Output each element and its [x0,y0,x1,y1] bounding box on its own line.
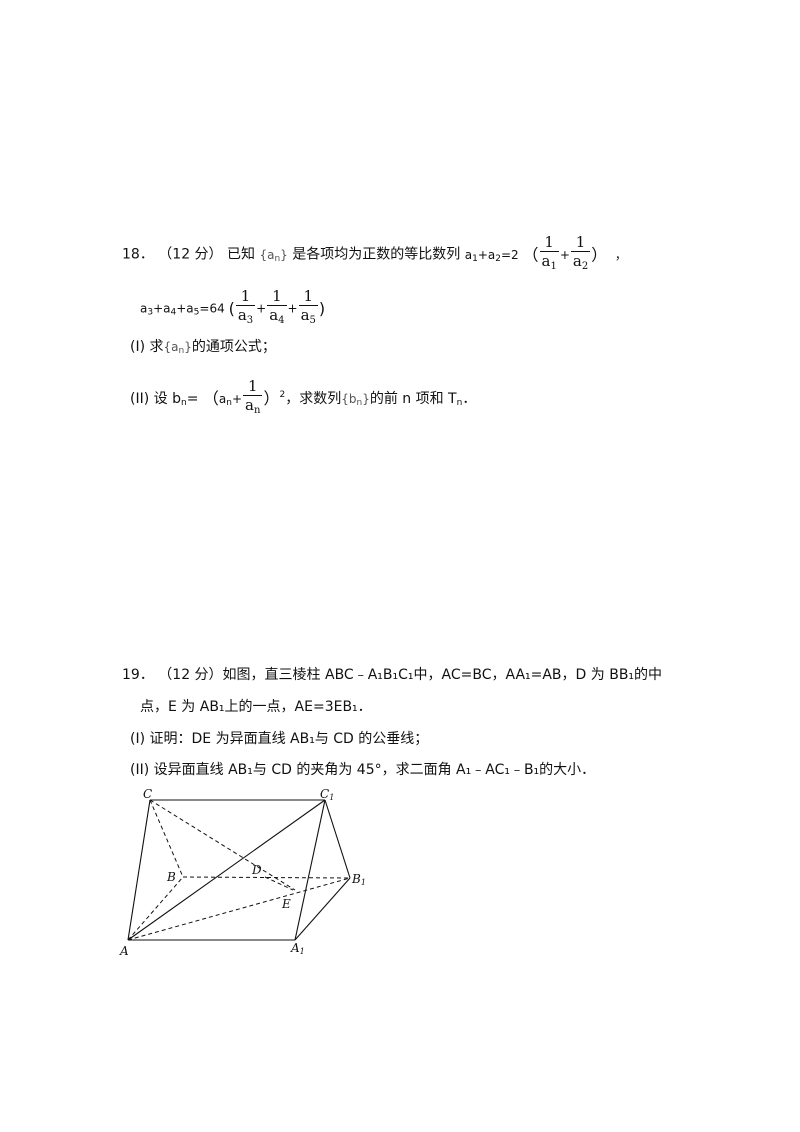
q18-part1-seq: {an} [163,340,192,356]
edge-a1-c1 [294,799,326,941]
label-c1: C1 [320,787,334,802]
edge-a1-b1 [294,877,351,941]
label-a1: A1 [290,941,305,956]
q19-part1: (I) 证明：DE 为异面直线 AB₁与 CD 的公垂线； [130,731,429,747]
label-d: D [251,863,262,877]
edge-c-b [149,799,184,878]
edge-a-b1 [127,877,351,941]
q18-text1: 已知 [227,246,255,263]
q18-seq-a: {an} [259,247,288,264]
q19-number: 19． [122,667,154,683]
label-a: A [119,944,129,958]
q18-part2-label: (II) [130,391,150,407]
q19-line2: 点，E 为 AB₁上的一点，AE=3EB₁． [140,699,372,715]
prism-figure: C C1 B B1 D E A A1 [119,787,366,958]
q19-line1: 19． （12 分）如图，直三棱柱 ABC﹣A₁B₁C₁中，AC=BC，AA₁=… [122,668,662,682]
q18-part1: (I) 求{an}的通项公式； [130,339,276,356]
q19-part2: (II) 设异面直线 AB₁与 CD 的夹角为 45°，求二面角 A₁﹣AC₁﹣… [130,762,596,778]
q18-text2: 是各项均为正数的等比数列 [292,246,461,263]
q18-line1: 18． （12 分） 已知 {an} 是各项均为正数的等比数列 a1+a2=2 … [122,234,627,276]
label-c: C [143,787,152,801]
label-b1: B1 [351,872,366,887]
edge-c-d [149,799,296,891]
edge-a-c [127,799,151,941]
q18-part1-label: (I) [130,339,146,355]
edge-a-c1 [127,799,326,941]
q19-points: （12 分） [158,667,223,683]
q18-part2-seq: {bn} [341,392,370,408]
q18-number: 18． [122,246,154,263]
q19-text1: 如图，直三棱柱 ABC﹣A₁B₁C₁中，AC=BC，AA₁=AB，D 为 BB₁… [222,667,663,683]
edge-d-e [264,876,294,891]
edge-c1-b1 [324,799,351,879]
label-b: B [166,870,176,884]
q18-points: （12 分） [158,246,223,263]
label-e: E [281,897,291,911]
